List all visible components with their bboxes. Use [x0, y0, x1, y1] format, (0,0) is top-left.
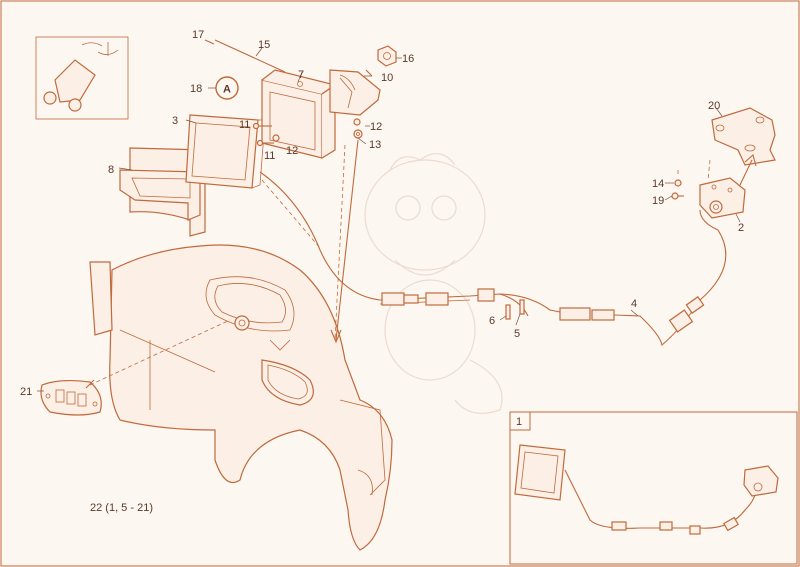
callout-7: 7 [298, 69, 304, 81]
circle-a-label: A [223, 84, 231, 96]
parts-14-19-screws [671, 170, 684, 200]
callout-labels: 1 2 3 4 5 6 7 8 10 11 11 12 12 13 14 15 … [20, 29, 744, 428]
callout-11-b: 11 [264, 150, 275, 162]
callout-12-b: 12 [370, 121, 382, 133]
callout-4: 4 [631, 298, 637, 310]
callout-18: 18 [190, 83, 202, 95]
callout-11-a: 11 [239, 119, 250, 131]
callout-5: 5 [514, 328, 520, 340]
callout-10: 10 [381, 72, 393, 84]
callout-21: 21 [20, 386, 32, 398]
part-10-bracket [329, 69, 381, 116]
part-21-switch-panel [40, 379, 102, 416]
part-20-camera-bracket [711, 107, 776, 166]
small-screws [252, 69, 373, 147]
part-18-circle: A [215, 76, 239, 100]
callout-19: 19 [652, 195, 664, 207]
wiring-harness [259, 171, 727, 347]
callout-13: 13 [369, 139, 381, 151]
kit-note: 22 (1, 5 - 21) [90, 502, 153, 514]
part-15-rod [204, 39, 286, 73]
thumbnail-box [35, 36, 129, 120]
part-3-monitor [185, 114, 266, 189]
callout-15: 15 [258, 39, 270, 51]
part-16-nut [377, 45, 397, 67]
watermark [364, 153, 503, 414]
inset-kit-box [509, 411, 798, 565]
callout-16: 16 [402, 53, 414, 65]
callout-8: 8 [108, 164, 114, 176]
part-7-housing [261, 69, 337, 159]
callout-2: 2 [738, 222, 744, 234]
leader-lines [37, 47, 741, 392]
part-2-camera [699, 177, 746, 219]
callout-20: 20 [708, 100, 720, 112]
callout-1: 1 [516, 416, 522, 428]
callout-6: 6 [489, 315, 495, 327]
callout-17: 17 [192, 29, 204, 41]
callout-3: 3 [172, 115, 178, 127]
callout-12-a: 12 [286, 145, 298, 157]
dashboard-body [89, 244, 393, 551]
callout-14: 14 [652, 178, 664, 190]
projection-lines [89, 139, 757, 386]
